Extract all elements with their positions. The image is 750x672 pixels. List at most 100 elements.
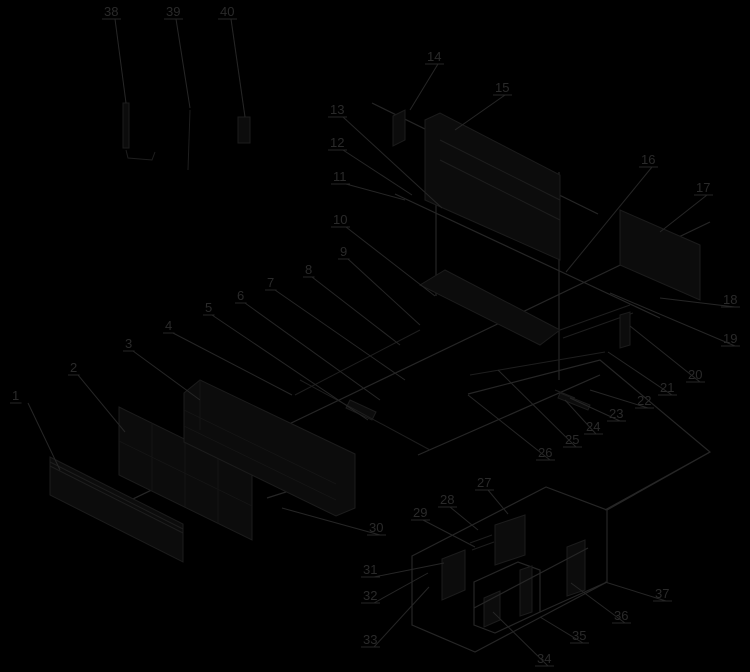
callout-number: 18 bbox=[723, 292, 737, 307]
callout-number: 25 bbox=[565, 432, 579, 447]
leader-line bbox=[345, 226, 436, 297]
callout-number: 27 bbox=[477, 475, 491, 490]
callout-number: 29 bbox=[413, 505, 427, 520]
leader-line bbox=[132, 350, 201, 401]
leader-line bbox=[347, 258, 421, 326]
callout-5: 5 bbox=[203, 300, 369, 421]
leader-line bbox=[487, 489, 509, 515]
part-4-8-housing-rails bbox=[294, 329, 431, 451]
leader-line bbox=[345, 183, 406, 201]
callout-number: 9 bbox=[340, 244, 347, 259]
callout-13: 13 bbox=[328, 102, 443, 209]
leader-line bbox=[564, 399, 597, 435]
callout-number: 6 bbox=[237, 288, 244, 303]
callout-24: 24 bbox=[564, 399, 603, 435]
callout-number: 4 bbox=[165, 318, 172, 333]
callout-number: 10 bbox=[333, 212, 347, 227]
callout-number: 34 bbox=[537, 651, 551, 666]
callout-15: 15 bbox=[454, 80, 512, 131]
leader-line bbox=[281, 507, 381, 536]
leader-line bbox=[27, 402, 61, 471]
leader-line bbox=[570, 582, 626, 624]
leader-line bbox=[373, 562, 445, 578]
callout-10: 10 bbox=[331, 212, 436, 297]
callout-number: 40 bbox=[220, 4, 234, 19]
leader-line bbox=[311, 276, 401, 346]
callout-31: 31 bbox=[361, 562, 445, 578]
leader-line bbox=[589, 389, 649, 409]
callout-number: 36 bbox=[614, 608, 628, 623]
callout-number: 14 bbox=[427, 49, 441, 64]
callout-number: 26 bbox=[538, 445, 552, 460]
part-21-26-base-components bbox=[469, 351, 606, 411]
leader-line bbox=[422, 519, 476, 548]
leader-line bbox=[539, 616, 584, 644]
callout-1: 1 bbox=[10, 388, 61, 471]
callout-number: 32 bbox=[363, 588, 377, 603]
part-1-front-panel bbox=[49, 456, 184, 563]
callout-35: 35 bbox=[539, 616, 589, 644]
leader-line bbox=[609, 292, 736, 347]
leader-line bbox=[659, 297, 736, 308]
leader-line bbox=[342, 116, 443, 209]
callout-22: 22 bbox=[589, 389, 654, 409]
callout-12: 12 bbox=[328, 135, 413, 196]
callout-number: 39 bbox=[166, 4, 180, 19]
leader-line bbox=[492, 611, 549, 667]
callout-6: 6 bbox=[235, 288, 381, 401]
callout-26: 26 bbox=[467, 394, 555, 461]
leader-line bbox=[114, 18, 127, 104]
callout-number: 5 bbox=[205, 300, 212, 315]
callout-33: 33 bbox=[361, 586, 430, 648]
part-16-20-side-components bbox=[559, 209, 701, 349]
callout-32: 32 bbox=[361, 572, 429, 604]
callout-4: 4 bbox=[163, 318, 293, 396]
callout-40: 40 bbox=[218, 4, 246, 118]
callout-number: 33 bbox=[363, 632, 377, 647]
leader-line bbox=[569, 397, 621, 422]
leader-line bbox=[565, 166, 653, 273]
callout-38: 38 bbox=[102, 4, 127, 104]
leader-line bbox=[607, 351, 673, 396]
callout-36: 36 bbox=[570, 582, 631, 624]
leader-line bbox=[230, 18, 246, 118]
callout-34: 34 bbox=[492, 611, 554, 667]
callout-number: 28 bbox=[440, 492, 454, 507]
callout-23: 23 bbox=[569, 397, 626, 422]
callout-11: 11 bbox=[331, 169, 406, 201]
callout-number: 35 bbox=[572, 628, 586, 643]
leader-line bbox=[342, 149, 413, 196]
leader-line bbox=[373, 572, 429, 604]
callout-number: 37 bbox=[655, 586, 669, 601]
part-9-15-upper-housing bbox=[392, 109, 561, 346]
callout-number: 38 bbox=[104, 4, 118, 19]
callout-3: 3 bbox=[123, 336, 201, 401]
leader-line bbox=[659, 194, 708, 233]
callout-number: 1 bbox=[12, 388, 19, 403]
callout-2: 2 bbox=[68, 360, 126, 433]
callout-number: 22 bbox=[637, 393, 651, 408]
leader-line bbox=[467, 394, 551, 461]
callout-number: 15 bbox=[495, 80, 509, 95]
leader-line bbox=[454, 94, 506, 131]
callout-14: 14 bbox=[409, 49, 444, 111]
leader-line bbox=[373, 586, 430, 648]
callout-number: 17 bbox=[696, 180, 710, 195]
callout-37: 37 bbox=[604, 581, 672, 602]
part-27-37-motor-box bbox=[411, 451, 711, 653]
callout-29: 29 bbox=[411, 505, 476, 548]
callout-39: 39 bbox=[164, 4, 191, 109]
part-3-heat-exchanger bbox=[183, 379, 356, 517]
callout-30: 30 bbox=[281, 507, 386, 536]
callout-number: 3 bbox=[125, 336, 132, 351]
leader-line bbox=[172, 332, 293, 396]
callout-labels: 1234567891011121314151617181920212223242… bbox=[10, 4, 740, 667]
leader-line bbox=[211, 314, 369, 421]
callout-16: 16 bbox=[565, 152, 658, 273]
leader-line bbox=[604, 581, 667, 602]
callout-9: 9 bbox=[338, 244, 421, 326]
callout-number: 20 bbox=[688, 367, 702, 382]
callout-7: 7 bbox=[265, 275, 406, 381]
construction-lines bbox=[109, 102, 712, 511]
